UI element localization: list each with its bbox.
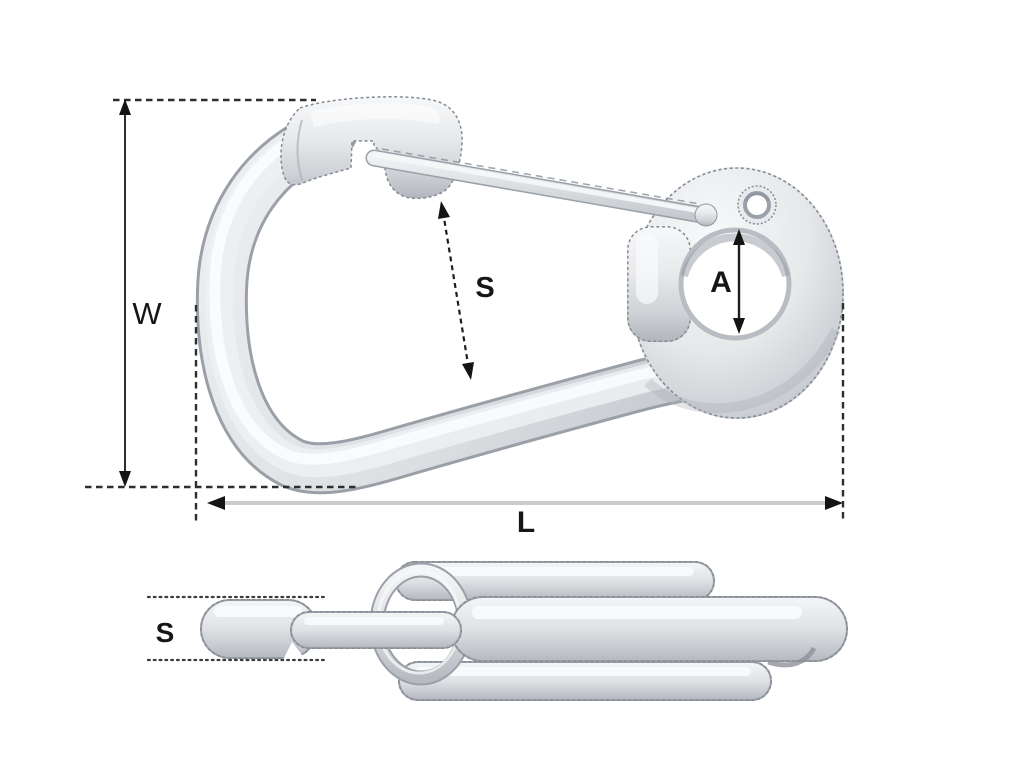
side-upper-bar [395, 561, 716, 602]
dimension-S-gate: S [438, 201, 495, 380]
gate-stop-tab [627, 226, 691, 342]
side-nose-notch [283, 642, 306, 660]
l-arrowhead-left [207, 496, 225, 510]
w-arrowhead-top [119, 99, 131, 115]
side-nose-tip [199, 599, 318, 660]
a-arrowhead-bottom [733, 318, 745, 334]
label-L: L [517, 506, 535, 539]
gate-pivot [694, 203, 718, 227]
gate-dotted-edge [381, 148, 701, 205]
side-hook-tip-shadow [767, 646, 817, 668]
dimension-L: L [194, 303, 845, 539]
side-gate-bar [290, 611, 463, 650]
nose-head [280, 96, 463, 200]
rivet-hole [737, 185, 777, 225]
label-S-thickness: S [156, 617, 175, 648]
hook-body-wire [195, 106, 826, 495]
eye-hole [678, 227, 792, 341]
w-arrowhead-bottom [119, 471, 131, 487]
label-W: W [132, 296, 162, 331]
side-lower-bar [398, 661, 773, 702]
a-arrowhead-top [733, 229, 745, 245]
s-dimension-line [441, 211, 471, 371]
s-arrowhead-top [438, 201, 450, 219]
dimension-W: W [85, 98, 356, 489]
label-S-gate: S [475, 272, 494, 304]
label-A: A [710, 266, 732, 299]
s-arrowhead-bottom [462, 362, 474, 380]
gate-rod [365, 148, 718, 227]
front-view [195, 96, 844, 495]
side-hook-bar [450, 596, 849, 668]
l-arrowhead-right [825, 496, 843, 510]
dimensions: W L S A S [85, 98, 845, 662]
dimension-S-thickness: S [146, 595, 329, 662]
dimension-A: A [710, 229, 745, 334]
side-view [199, 561, 849, 702]
